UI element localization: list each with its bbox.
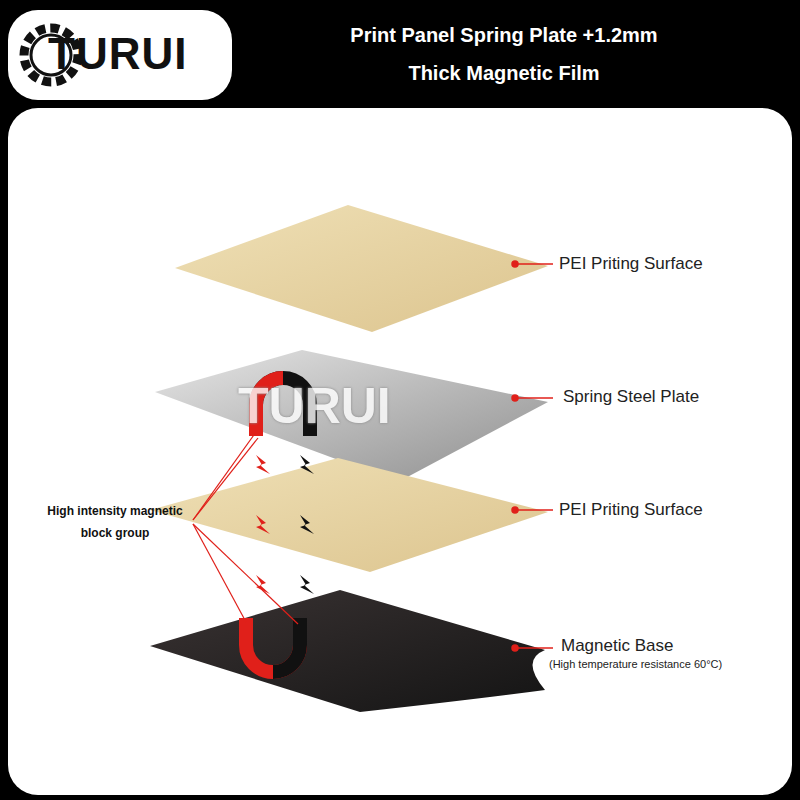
magnet-symbol <box>246 618 300 672</box>
magnetic-base-layer <box>150 590 545 712</box>
magnet-symbol <box>273 618 300 672</box>
layer-label: PEI Priting Surface <box>559 254 703 274</box>
title: Print Panel Spring Plate +1.2mm Thick Ma… <box>345 16 663 92</box>
layer-label: PEI Priting Surface <box>559 500 703 520</box>
layer-label: Spring Steel Plate <box>563 387 699 407</box>
callout-label: High intensity magnetic block group <box>40 500 190 544</box>
layer-note: (High temperature resistance 60°C) <box>549 658 722 671</box>
logo-text: TURUI <box>48 28 232 80</box>
pei-layer <box>175 205 548 332</box>
force-arrows <box>256 455 314 594</box>
logo-box: TURUI <box>8 10 232 100</box>
leader-lines <box>193 432 298 624</box>
card <box>8 108 792 795</box>
leader-lines <box>512 261 553 651</box>
layer-label: Magnetic Base <box>561 636 673 656</box>
watermark: TURUI <box>238 376 391 436</box>
